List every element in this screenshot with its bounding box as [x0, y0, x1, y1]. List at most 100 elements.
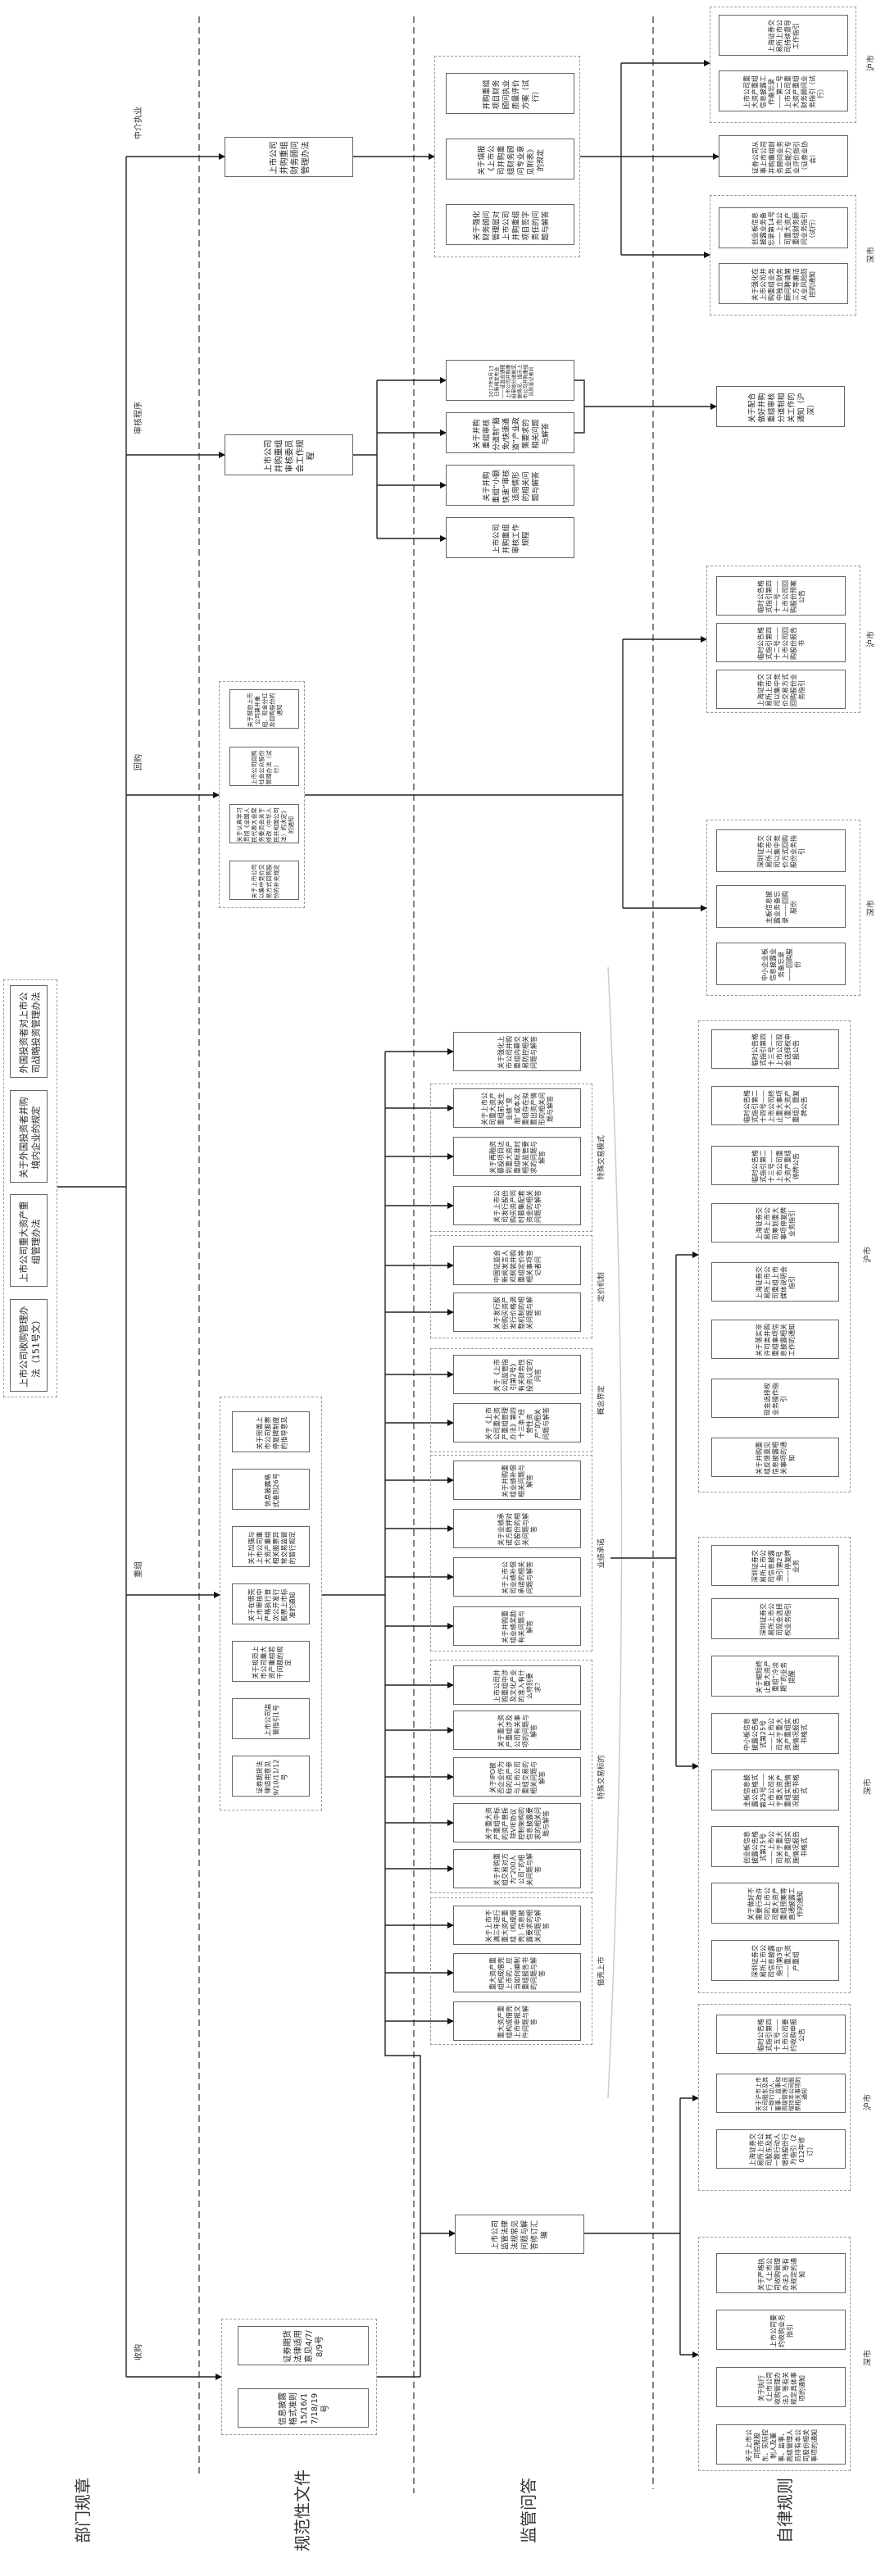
regulation-document-box[interactable]: 上海证券交易所上市公司筹划重大事项停复牌业务指引: [711, 1203, 839, 1243]
regulation-document-box[interactable]: 关于沪市上市公司股东及其一致行动人、董事、监事和高级管理人员增持本公司股票相关事…: [716, 2074, 846, 2113]
regulation-document-box[interactable]: 上市公司并购重组财务顾问管理办法: [225, 137, 353, 177]
regulation-document-box[interactable]: 关于强化在上市公司并购重组业务中独立财务顾问聘请第三方等廉洁从业风险防控的通知: [719, 263, 848, 304]
regulation-document-box[interactable]: 关于业绩承诺方质押对价股份的相关问题与解答: [453, 1509, 581, 1548]
document-title: 关于在借壳上市审核中严格执行首次公开发行股票上市标准的通知: [247, 1588, 296, 1621]
market-label-sh: 沪市: [863, 1222, 874, 1288]
regulation-document-box[interactable]: 创业板信息披露业务备忘录第14号——上市公司重大资产重组财务顾问业务指引（试行）: [719, 207, 848, 248]
regulation-document-box[interactable]: 关于上市公司业绩补偿承诺的相关问题与解答: [453, 1557, 581, 1597]
regulation-document-box[interactable]: 关于重大资产重组中标的资产曾拆除VIE协议控制架构的信息披露要求的相关问题与解答: [453, 1803, 581, 1842]
regulation-document-box[interactable]: 关于缩短终止重大资产重组“冷淡期”的业务提醒: [711, 1656, 839, 1697]
branch-label-review: 审核程序: [134, 385, 145, 451]
regulation-document-box[interactable]: 临时公告格式指引第二十四号——上市公司终止重大事项（重大资产重组）暨复牌公告: [711, 1086, 839, 1125]
regulation-document-box[interactable]: 关于发行股份购买资产发行价格调整机制的相关问题与解答: [453, 1293, 581, 1332]
regulation-document-box[interactable]: 关于上市公司控股股东、实际控制人及董事、监事、高级管理人员持有本公司股份相关事项…: [716, 2424, 846, 2465]
regulation-document-box[interactable]: 关于鼓励上市公司兼并重组、现金分红及回购股份的通知: [229, 689, 299, 729]
regulation-document-box[interactable]: 关于并购重组审核分道制“豁免/快速通道”产业政策要求的相关问题与解答: [446, 412, 574, 453]
regulation-document-box[interactable]: 中国证监会新闻发言人邓舸就并购重组定价等相关事项答记者问: [453, 1246, 581, 1285]
department-rule-box[interactable]: 关于外国投资者并购境内企业的规定: [10, 1090, 48, 1183]
regulation-document-box[interactable]: 关于认真学习贯彻《全国人民代表大会常务委员会关于修改〈中华人民共和国公司法〉的决…: [229, 804, 299, 843]
regulation-document-box[interactable]: 上海证券交易所上市公司以集中竞价交易方式回购股份业务指引: [716, 670, 846, 709]
restructuring-qa-group: [430, 1084, 592, 1232]
regulation-document-box[interactable]: 深圳证券交易所上市公司现金选择权业务指引: [711, 1598, 839, 1639]
regulation-document-box[interactable]: 关于做好不需要行政许可的上市公司重大资产重组预案等直通披露工作的通知: [711, 1883, 839, 1924]
regulation-document-box[interactable]: 上海证券交易所上市公司持续督导工作指引: [719, 15, 848, 56]
regulation-document-box[interactable]: 上市公司监管法律法规常见问题与解答修订汇编: [455, 2215, 584, 2254]
regulation-document-box[interactable]: 信息披露格式准则26号: [232, 1469, 310, 1510]
regulation-document-box[interactable]: 上市公司要约收购业务指引: [716, 2310, 846, 2350]
document-title: 信息披露格式准则15/16/17/18/19号: [278, 2392, 330, 2425]
document-title: 中小企业板信息披露业务备忘录——回购股份: [761, 948, 801, 981]
regulation-document-box[interactable]: 关于《上市公司监管指引第2号》有关财务性投资认定的问答: [453, 1355, 581, 1394]
regulation-document-box[interactable]: 证券公司从事上市公司并购重组财务顾问业务执业能力专业评价指引（证券业协会）: [719, 135, 848, 177]
regulation-document-box[interactable]: 深圳证券交易所上市公司信息披露指引第3号——重大资产重组: [711, 1940, 839, 1981]
department-rule-box[interactable]: 上市公司收购管理办法（151号文）: [10, 1299, 48, 1392]
restructuring-qa-group: [430, 1235, 592, 1338]
regulation-document-box[interactable]: 上市公司回购社会公众股份管理办法（试行）: [229, 747, 299, 786]
regulation-document-box[interactable]: 上市公司监管指引1号: [232, 1698, 310, 1739]
regulation-document-box[interactable]: 关于强化财务顾问管理层对上市公司并购重组项目签字责任的问题与解答: [446, 204, 574, 245]
regulation-document-box[interactable]: 重大资产重组构成借壳上市的，应当如何编制重组报告书的问题与解答: [453, 1953, 581, 1992]
regulation-document-box[interactable]: 上市公司并购重组审核工作规程: [446, 517, 574, 558]
regulation-document-box[interactable]: 关于完善上市公司股票停复牌制度的指导意见: [232, 1411, 310, 1452]
regulation-document-box[interactable]: 关于规范上市公司重大资产重组若干问题的规定: [232, 1641, 310, 1682]
regulation-document-box[interactable]: 上海证券交易所上市公司重组上市媒体说明会指引: [711, 1262, 839, 1302]
regulation-document-box[interactable]: 关于上市公司重大资产重组前发生业绩“变脸”或本次重组存在拟置出资产情形的相关问题…: [453, 1088, 581, 1128]
regulation-document-box[interactable]: 2017年9月13日新闻发布会——证监会通报上市公司并购重组审核分道制实施情况、…: [446, 360, 574, 401]
regulation-document-box[interactable]: 关于上市公司以集中竞价交易方式回购股份的补充规定: [229, 861, 299, 900]
regulation-document-box[interactable]: 临时公告格式指引第四十二号——上市公司回购股份报告书: [716, 623, 846, 662]
regulation-document-box[interactable]: 上市公司并购重组审核委员会工作规程: [225, 434, 353, 475]
document-title: 关于IPO被否企业作为标的资产参与上市公司重组交易的相关问题与解答: [489, 1761, 546, 1794]
zone-label-regulatory-qa: 监管问答: [517, 2445, 540, 2576]
regulation-document-box[interactable]: 关于配合做好并购重组审核分道制相关工作的通知（沪深）: [716, 386, 845, 427]
document-title: 临时公告格式指引第四十二号——上市公司回购股份报告书: [757, 627, 806, 660]
regulation-document-box[interactable]: 临时公告格式指引第四十五号——上市公司要约收购申报公告: [716, 2015, 846, 2054]
department-rule-box[interactable]: 上市公司重大资产重组管理办法: [10, 1194, 48, 1287]
regulation-document-box[interactable]: 关于上市公司发行股份购买资产同时募集配套资金的相关问题与解答: [453, 1186, 581, 1225]
regulation-document-box[interactable]: 关于加强与上市公司重大资产重组相关股票异常交易监管的暂行规定: [232, 1526, 310, 1567]
regulation-document-box[interactable]: 上市公司重大资产重组信息披露工作备忘录——第二号 上市公司重大资产重组财务顾问业…: [719, 70, 848, 111]
department-rule-box[interactable]: 外国投资者对上市公司战略投资管理办法: [10, 985, 48, 1078]
regulation-document-box[interactable]: 临时公告格式指引第四十一号——上市公司回购股份预案公告: [716, 576, 846, 616]
regulation-document-box[interactable]: 关于再融资募投项目达到重大资产重组标准时相关监管要求的问题与解答: [453, 1137, 581, 1176]
regulation-document-box[interactable]: 临时公告格式指引第二十三号——上市公司重大资产重组停牌公告: [711, 1146, 839, 1185]
qa-group-label-text: 定价机制: [597, 1271, 606, 1302]
regulation-document-box[interactable]: 关于并购重组业绩补偿相关问题与解答: [453, 1461, 581, 1500]
document-title: 重大资产重组构成借壳上市的，应当如何编制重组报告书的问题与解答: [489, 1957, 546, 1990]
regulation-document-box[interactable]: 关于严格执行《上市公司收购管理办法》等有关规定的通知: [716, 2253, 846, 2293]
regulation-document-box[interactable]: 并购重组项目财务顾问执业质量评价方案（试行）: [446, 73, 574, 114]
market-label-sz: 深市: [863, 1754, 874, 1820]
regulation-document-box[interactable]: 关于IPO被否企业作为标的资产参与上市公司重组交易的相关问题与解答: [453, 1757, 581, 1797]
regulation-document-box[interactable]: 关于并购重组业绩奖励有关问题与解答: [453, 1606, 581, 1646]
document-title: 关于《上市公司监管指引第2号》有关财务性投资认定的问答: [493, 1359, 542, 1392]
acquisition-normative-group: [221, 2319, 377, 2435]
regulation-document-box[interactable]: 证券期货法律适用意见4/7/8/9号: [238, 2326, 369, 2365]
regulation-document-box[interactable]: 深圳证券交易所上市公司信息披露指引第2号——停复牌业务: [711, 1545, 839, 1586]
regulation-document-box[interactable]: 上海证券交易所上市公司股东及其一致行动人增持股份行为指引（2012年修订）: [716, 2129, 846, 2169]
regulation-document-box[interactable]: 关于填报《上市公司并购重组财务顾问专业意见附表》的规定: [446, 139, 574, 179]
regulation-document-box[interactable]: 重大资产重组构成借壳上市申报文件问题与解答: [453, 2001, 581, 2041]
regulation-document-box[interactable]: 主板信息披露业务备忘录——回购股份: [716, 885, 846, 928]
regulation-document-box[interactable]: 关于强化上市公司并购重组内幕交易防控相关问题与解答: [453, 1032, 581, 1071]
regulation-document-box[interactable]: 关于《上市公司重大资产重组管理办法》第四十三条“经营性资产”的相关问题与解答: [453, 1403, 581, 1442]
regulation-document-box[interactable]: 关于在借壳上市审核中严格执行首次公开发行股票上市标准的通知: [232, 1583, 310, 1624]
regulation-document-box[interactable]: 临时公告格式指引第四十三号——上市公司现金选择权申报公告: [711, 1029, 839, 1069]
regulation-document-box[interactable]: 深圳证券交易所上市公司以集中竞价方式回购股份业务指引: [716, 829, 846, 872]
regulation-document-box[interactable]: 创业板信息披露公告格式第25号——上市公司关于重大资产重组实施情况报告书格式: [711, 1826, 839, 1867]
qa-group-label: 借壳上市: [597, 1942, 608, 2001]
regulation-document-box[interactable]: 上市公司并购重组中涉及文化产业的准入有什么特别要求？: [453, 1665, 581, 1705]
regulation-document-box[interactable]: 关于并购重组交易对方为“200人公司”的相关问题与解答: [453, 1849, 581, 1888]
regulation-document-box[interactable]: 关于重大资产重组涉及公司有关事项的问题与解答: [453, 1711, 581, 1750]
document-title: 上市公司并购重组审核委员会工作规程: [264, 439, 315, 472]
document-title: 上市公司回购社会公众股份管理办法（试行）: [250, 750, 279, 784]
regulation-document-box[interactable]: 中小企业板信息披露业务备忘录——回购股份: [716, 943, 846, 985]
regulation-document-box[interactable]: 关于并购重组反馈意见信息披露相关事项的通知: [711, 1438, 839, 1477]
regulation-document-box[interactable]: 中小板信息披露公告格式第25号——上市公司关于重大资产重组实施情况报告书格式: [711, 1713, 839, 1754]
regulation-document-box[interactable]: 关于上市不满三年进行重大资产重组（构成借壳）信息披露要求的相关问题与解答: [453, 1906, 581, 1945]
regulation-document-box[interactable]: 关于并购重组“小额快速”审核适用情形的相关问题与解答: [446, 465, 574, 506]
regulation-document-box[interactable]: 证券期货法律适用意见9/10/11/12号: [232, 1756, 310, 1797]
regulation-document-box[interactable]: 信息披露格式准则15/16/17/18/19号: [238, 2388, 369, 2428]
regulation-document-box[interactable]: 关于执行《上市公司收购管理办法》等有关规定具体事项的通知: [716, 2367, 846, 2407]
regulation-document-box[interactable]: 现金选择权业务操作指引: [711, 1379, 839, 1418]
regulation-document-box[interactable]: 主板信息披露公告格式第25号——上市公司关于重大资产重组实施情况报告书格式: [711, 1770, 839, 1810]
regulation-document-box[interactable]: 关于落实非许可类并购重组事项信息披露相关工作的通知: [711, 1320, 839, 1359]
